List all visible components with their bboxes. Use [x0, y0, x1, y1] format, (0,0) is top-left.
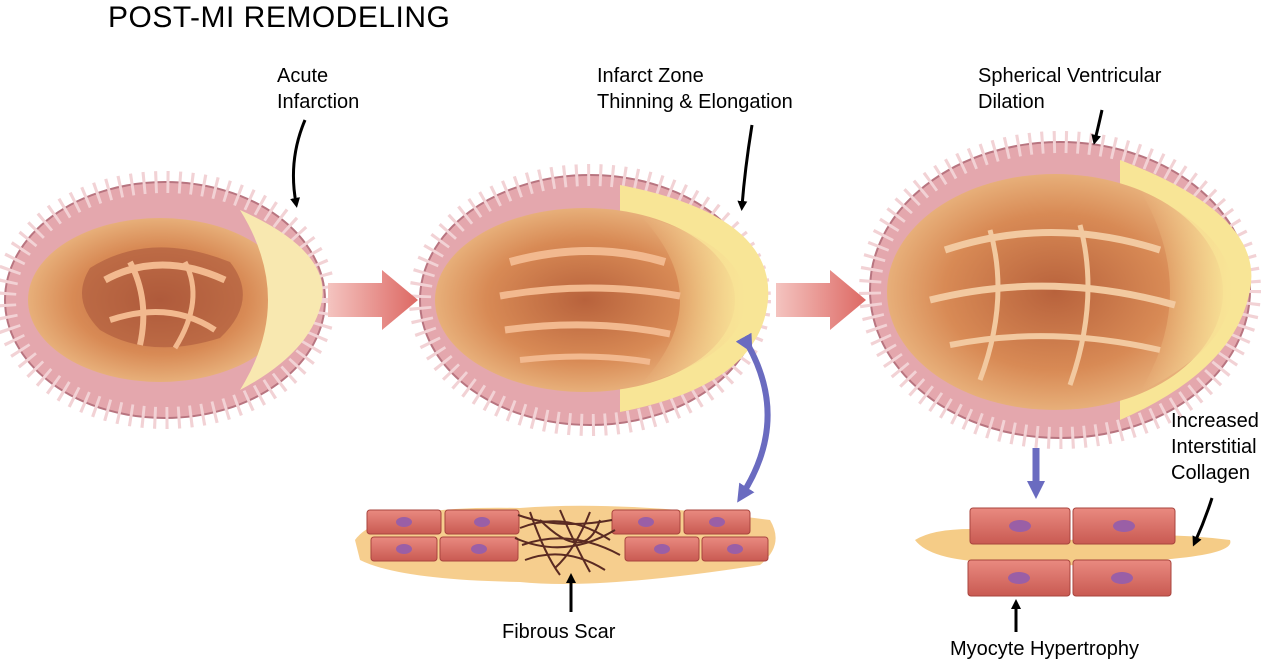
- pointer-interstitial-collagen: [1192, 497, 1214, 547]
- pointer-acute-infarction: [290, 119, 307, 208]
- flow-arrow-2: [776, 270, 866, 330]
- label-dilation-line1: Spherical Ventricular: [978, 65, 1162, 87]
- pointer-spherical-dilation: [1091, 109, 1104, 145]
- heart-thinning-elongation: [409, 164, 771, 436]
- label-acute-line2: Infarction: [277, 91, 360, 113]
- heart-acute-infarction: [0, 171, 336, 429]
- label-collagen-line1: Increased: [1171, 410, 1259, 432]
- diagram-title: POST-MI REMODELING: [108, 1, 451, 34]
- label-collagen-line2: Interstitial: [1171, 436, 1257, 458]
- label-collagen-line3: Collagen: [1171, 462, 1250, 484]
- flow-arrow-1: [328, 270, 418, 330]
- label-acute-line1: Acute: [277, 65, 329, 87]
- pointer-thinning-elongation: [737, 124, 754, 211]
- tissue-fibrous-scar: [355, 505, 776, 612]
- tissue-myocyte-hypertrophy: [915, 497, 1231, 632]
- label-fibrous-scar: Fibrous Scar: [502, 621, 616, 643]
- label-thinning-line1: Infarct Zone: [597, 65, 704, 87]
- label-dilation-line2: Dilation: [978, 91, 1045, 113]
- link-arrow-curved: [735, 332, 771, 503]
- label-myocyte-hypertrophy: Myocyte Hypertrophy: [950, 638, 1139, 660]
- heart-spherical-dilation: [859, 131, 1261, 449]
- label-thinning-line2: Thinning & Elongation: [597, 91, 793, 113]
